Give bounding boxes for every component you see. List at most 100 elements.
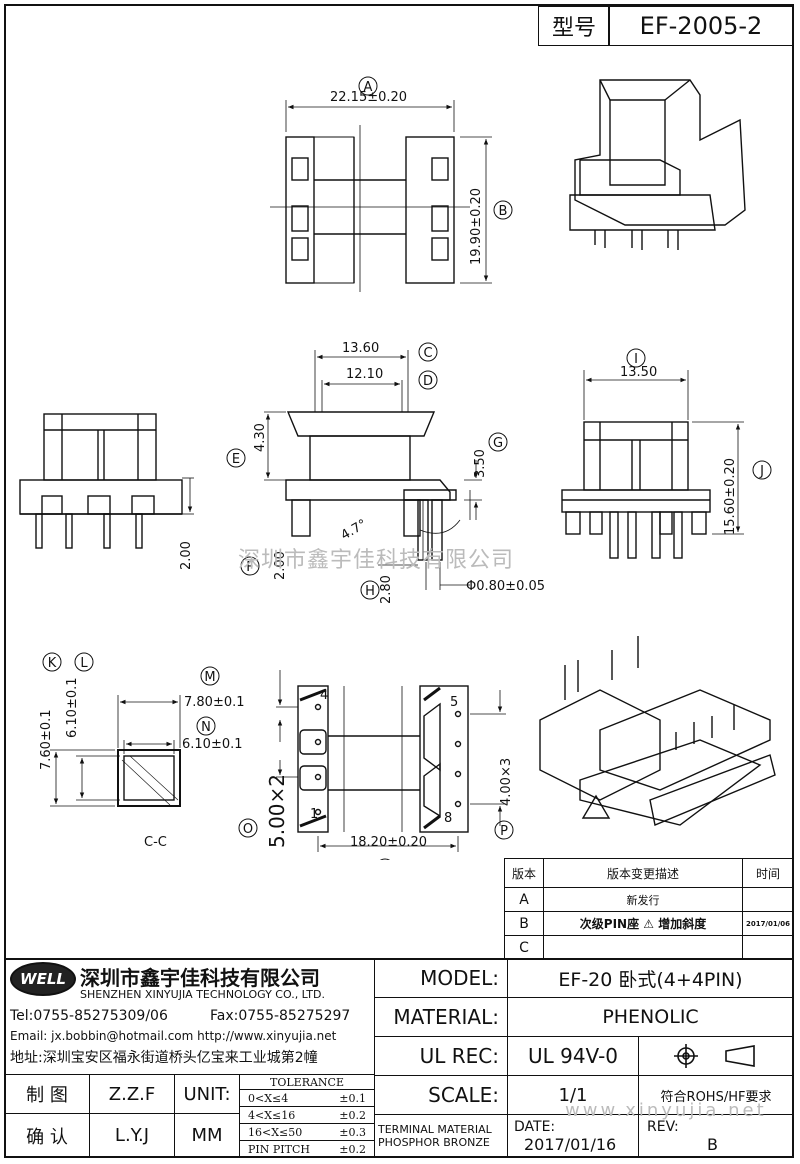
drawn-label: 制 图 xyxy=(26,1085,68,1106)
section-label: C-C xyxy=(144,835,167,850)
tolerance-row-4: PIN PITCH±0.2 xyxy=(239,1140,375,1158)
engineering-drawing: 22.15±0.20 19.90±0.20 13.60 12.10 4.30 2… xyxy=(19,76,776,860)
bubble-d: D xyxy=(423,374,433,389)
bubble-o: O xyxy=(243,822,253,837)
check-value: L.Y.J xyxy=(114,1125,150,1146)
scale-label-cell: SCALE: xyxy=(374,1075,508,1115)
rev-header-date: 时间 xyxy=(755,866,780,881)
watermark-text: 深圳市鑫宇佳科技有限公司 xyxy=(238,548,515,573)
tolerance-title-cell: TOLERANCE xyxy=(239,1074,375,1090)
material-label-cell: MATERIAL: xyxy=(374,997,508,1037)
bubble-i: I xyxy=(634,352,638,367)
tol-range-3: 16<X≤50 xyxy=(248,1125,303,1139)
company-address: 地址:深圳宝安区福永街道桥头亿宝来工业城第2幢 xyxy=(10,1050,318,1066)
dim-k: 7.60±0.1 xyxy=(39,709,54,770)
bottom-view xyxy=(276,670,506,852)
rohs-text: 符合ROHS/HF要求 xyxy=(660,1089,772,1105)
company-logo: WELL xyxy=(10,962,76,996)
tolerance-title: TOLERANCE xyxy=(270,1075,344,1089)
company-name-cn: 深圳市鑫宇佳科技有限公司 xyxy=(80,966,320,990)
pin-number-1: 1 xyxy=(310,807,318,822)
unit-label: UNIT: xyxy=(183,1083,231,1105)
first-angle-projection-icon xyxy=(674,1044,755,1068)
rev-row-c-desc xyxy=(543,935,743,960)
rev-b-date: 2017/01/06 xyxy=(745,919,791,928)
rev-row-c-date xyxy=(742,935,794,960)
tolerance-row-1: 0<X≤4±0.1 xyxy=(239,1089,375,1107)
rev-value: B xyxy=(707,1134,718,1154)
check-label-cell: 确 认 xyxy=(4,1113,90,1158)
rev-header-date-cell: 时间 xyxy=(742,858,794,888)
ulrec-label-cell: UL REC: xyxy=(374,1036,508,1076)
terminal-material-value: PHOSPHOR BRONZE xyxy=(378,1136,490,1149)
side-view xyxy=(264,350,482,590)
logo-text: WELL xyxy=(20,970,66,988)
dim-o: 5.00×2 xyxy=(265,774,289,848)
type-label: 型号 xyxy=(551,16,596,41)
bubble-j: J xyxy=(759,464,764,479)
rev-row-a-desc: 新发行 xyxy=(543,887,743,912)
dim-n: 6.10±0.1 xyxy=(182,737,243,752)
dim-b: 19.90±0.20 xyxy=(469,188,484,265)
model-label: MODEL: xyxy=(420,966,499,990)
pin-number-8: 8 xyxy=(444,811,452,826)
dim-a: 22.15±0.20 xyxy=(330,90,407,105)
scale-value: 1/1 xyxy=(558,1084,588,1106)
watermark-url: www.xinyujia.net xyxy=(565,1100,767,1121)
dim-j: 15.60±0.20 xyxy=(723,458,738,535)
rev-label: REV: xyxy=(647,1118,679,1135)
bubble-g: G xyxy=(493,436,503,451)
rev-c-label: C xyxy=(519,939,529,956)
tol-range-1: 0<X≤4 xyxy=(248,1091,289,1105)
type-label-cell: 型号 xyxy=(538,6,610,46)
scale-label: SCALE: xyxy=(428,1083,499,1107)
bubble-n: N xyxy=(201,720,211,735)
rev-header-desc: 版本变更描述 xyxy=(606,866,679,881)
drawn-label-cell: 制 图 xyxy=(4,1074,90,1114)
bubble-e: E xyxy=(232,452,240,467)
bubble-h: H xyxy=(365,584,375,599)
check-value-cell: L.Y.J xyxy=(89,1113,175,1158)
unit-value-cell: MM xyxy=(174,1113,240,1158)
tolerance-row-2: 4<X≤16±0.2 xyxy=(239,1106,375,1124)
terminal-material-cell: TERMINAL MATERIAL PHOSPHOR BRONZE xyxy=(374,1114,508,1158)
dim-i: 13.50 xyxy=(620,365,657,380)
dim-l: 6.10±0.1 xyxy=(65,677,80,738)
rev-row-c-rev: C xyxy=(504,935,544,960)
company-name-en: SHENZHEN XINYUJIA TECHNOLOGY CO., LTD. xyxy=(80,988,325,1001)
tol-value-3: ±0.3 xyxy=(339,1125,366,1139)
title-block-frame xyxy=(4,958,794,1158)
dim-angle: 4.7° xyxy=(339,517,370,544)
dim-p: 4.00×3 xyxy=(499,758,514,806)
unit-value: MM xyxy=(191,1125,223,1146)
section-c-c xyxy=(50,695,181,807)
tol-value-4: ±0.2 xyxy=(339,1142,366,1156)
rev-row-b-desc: 次级PIN座 ⚠ 增加斜度 xyxy=(543,911,743,936)
material-value-cell: PHENOLIC xyxy=(507,997,794,1037)
rev-b-label: B xyxy=(519,915,529,932)
isometric-view-bottom xyxy=(539,636,776,826)
material-value: PHENOLIC xyxy=(602,1006,699,1028)
projection-symbol-cell xyxy=(638,1036,794,1076)
model-label-cell: MODEL: xyxy=(374,958,508,998)
dim-g: 3.50 xyxy=(473,449,488,478)
check-label: 确 认 xyxy=(26,1126,68,1148)
front-view xyxy=(19,413,194,549)
rev-row-b-rev: B xyxy=(504,911,544,936)
dim-m: 7.80±0.1 xyxy=(184,695,245,710)
date-value: 2017/01/16 xyxy=(524,1134,617,1154)
bubble-b: B xyxy=(499,204,508,219)
right-side-view xyxy=(561,370,744,559)
rev-header-desc-cell: 版本变更描述 xyxy=(543,858,743,888)
isometric-view-top xyxy=(569,79,746,250)
dim-h: 2.80 xyxy=(379,575,394,604)
ulrec-value: UL 94V-0 xyxy=(527,1044,619,1068)
tol-range-2: 4<X≤16 xyxy=(248,1108,296,1122)
bubble-m: M xyxy=(204,670,215,685)
bubble-a: A xyxy=(364,80,373,95)
rev-row-a-date xyxy=(742,887,794,912)
unit-label-cell: UNIT: xyxy=(174,1074,240,1114)
dim-e: 4.30 xyxy=(253,423,268,452)
dim-side-h: 2.00 xyxy=(179,541,194,570)
bubble-p: P xyxy=(500,824,508,839)
